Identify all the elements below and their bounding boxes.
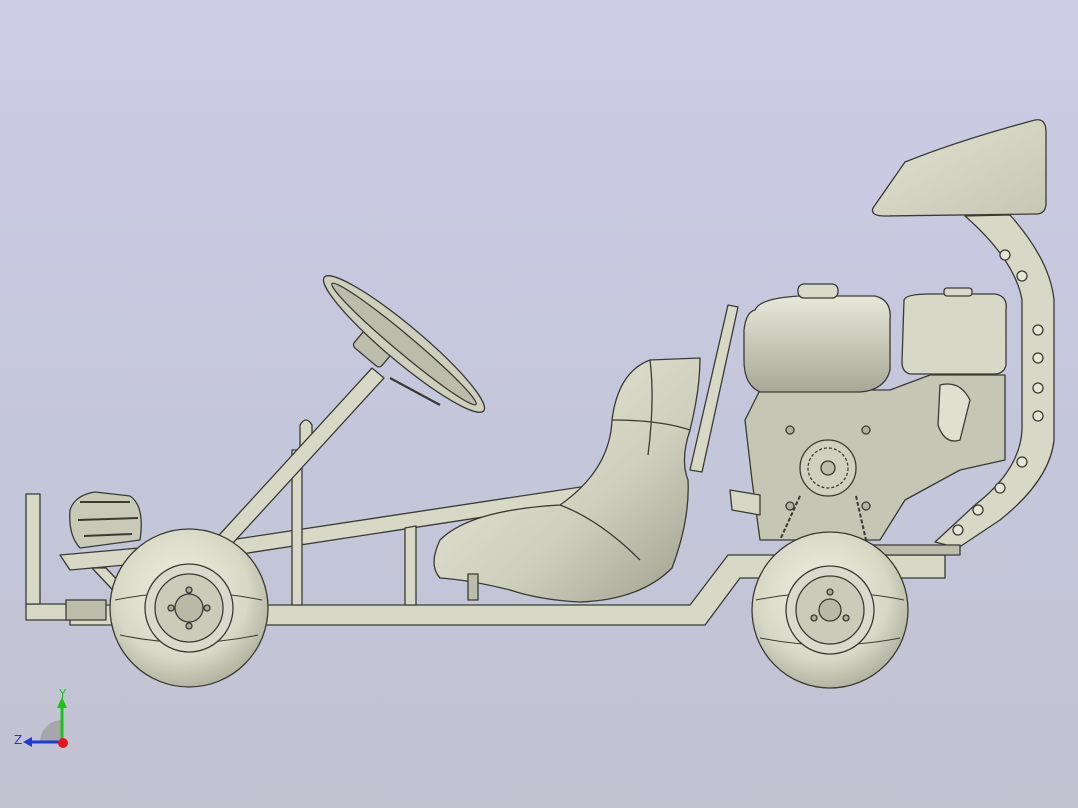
- rear-wheel[interactable]: [751, 531, 909, 689]
- front-wheel[interactable]: [109, 528, 269, 688]
- y-axis-arrowhead: [57, 697, 67, 708]
- front-hub-assembly[interactable]: [65, 491, 142, 621]
- seat[interactable]: [433, 357, 701, 603]
- z-axis-label: Z: [14, 733, 22, 747]
- y-axis-label: Y: [58, 687, 67, 701]
- steering-wheel[interactable]: [313, 263, 495, 424]
- z-axis-arrowhead: [23, 737, 32, 747]
- x-axis-dot: [58, 738, 68, 748]
- triad-plane-arc: [40, 720, 62, 742]
- engine[interactable]: [729, 283, 1007, 556]
- rear-wing[interactable]: [871, 119, 1047, 217]
- orientation-triad[interactable]: Y Z: [10, 686, 80, 756]
